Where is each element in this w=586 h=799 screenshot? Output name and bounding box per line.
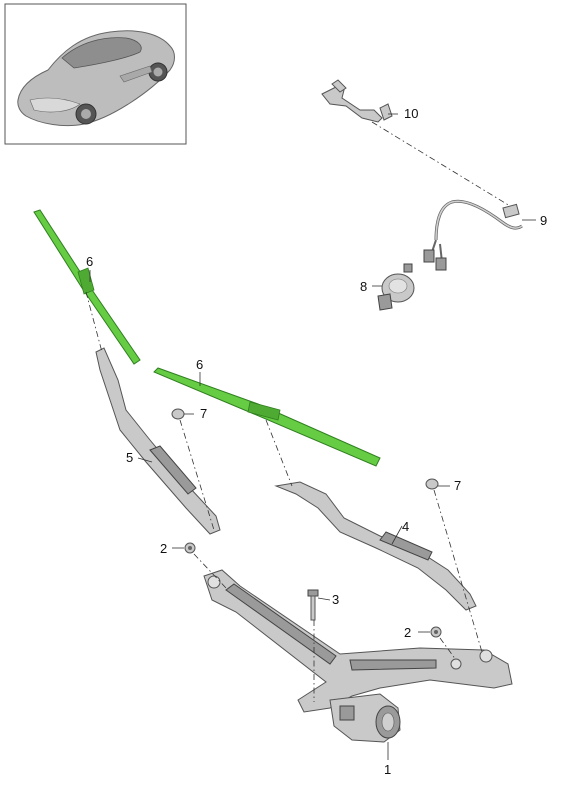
part-8-sensor[interactable] <box>377 263 415 311</box>
callout-3[interactable]: 3 <box>332 592 339 607</box>
leader-lines <box>89 113 536 760</box>
vehicle-thumbnail[interactable] <box>4 3 187 145</box>
part-9-wiring-harness[interactable] <box>423 199 523 271</box>
part-7-cap-right[interactable] <box>425 478 439 490</box>
callout-10[interactable]: 10 <box>404 106 418 121</box>
part-2-nut-right[interactable] <box>430 626 442 638</box>
part-5-wiper-arm-left[interactable] <box>95 347 221 535</box>
part-2-nut-left[interactable] <box>184 542 196 554</box>
part-3-bolt[interactable] <box>307 589 319 621</box>
callout-4[interactable]: 4 <box>402 519 409 534</box>
part-6-wiper-blade-right[interactable] <box>153 367 381 467</box>
part-7-cap-left[interactable] <box>171 408 185 420</box>
callout-7-right[interactable]: 7 <box>454 478 461 493</box>
callout-2-right[interactable]: 2 <box>404 625 411 640</box>
part-10-bracket[interactable] <box>321 79 393 123</box>
callout-5[interactable]: 5 <box>126 450 133 465</box>
car-icon <box>17 30 175 127</box>
part-1-wiper-linkage-motor[interactable] <box>203 569 513 743</box>
callout-9[interactable]: 9 <box>540 213 547 228</box>
callout-6-left[interactable]: 6 <box>86 254 93 269</box>
part-4-wiper-arm-right[interactable] <box>274 481 477 611</box>
callout-7-left[interactable]: 7 <box>200 406 207 421</box>
callout-labels: 10 9 8 6 6 7 5 7 4 2 3 2 1 <box>86 106 547 777</box>
callout-6-right[interactable]: 6 <box>196 357 203 372</box>
callout-1[interactable]: 1 <box>384 762 391 777</box>
assembly-lines <box>85 121 511 702</box>
callout-2-left[interactable]: 2 <box>160 541 167 556</box>
callout-8[interactable]: 8 <box>360 279 367 294</box>
part-6-wiper-blade-left[interactable] <box>33 209 141 365</box>
